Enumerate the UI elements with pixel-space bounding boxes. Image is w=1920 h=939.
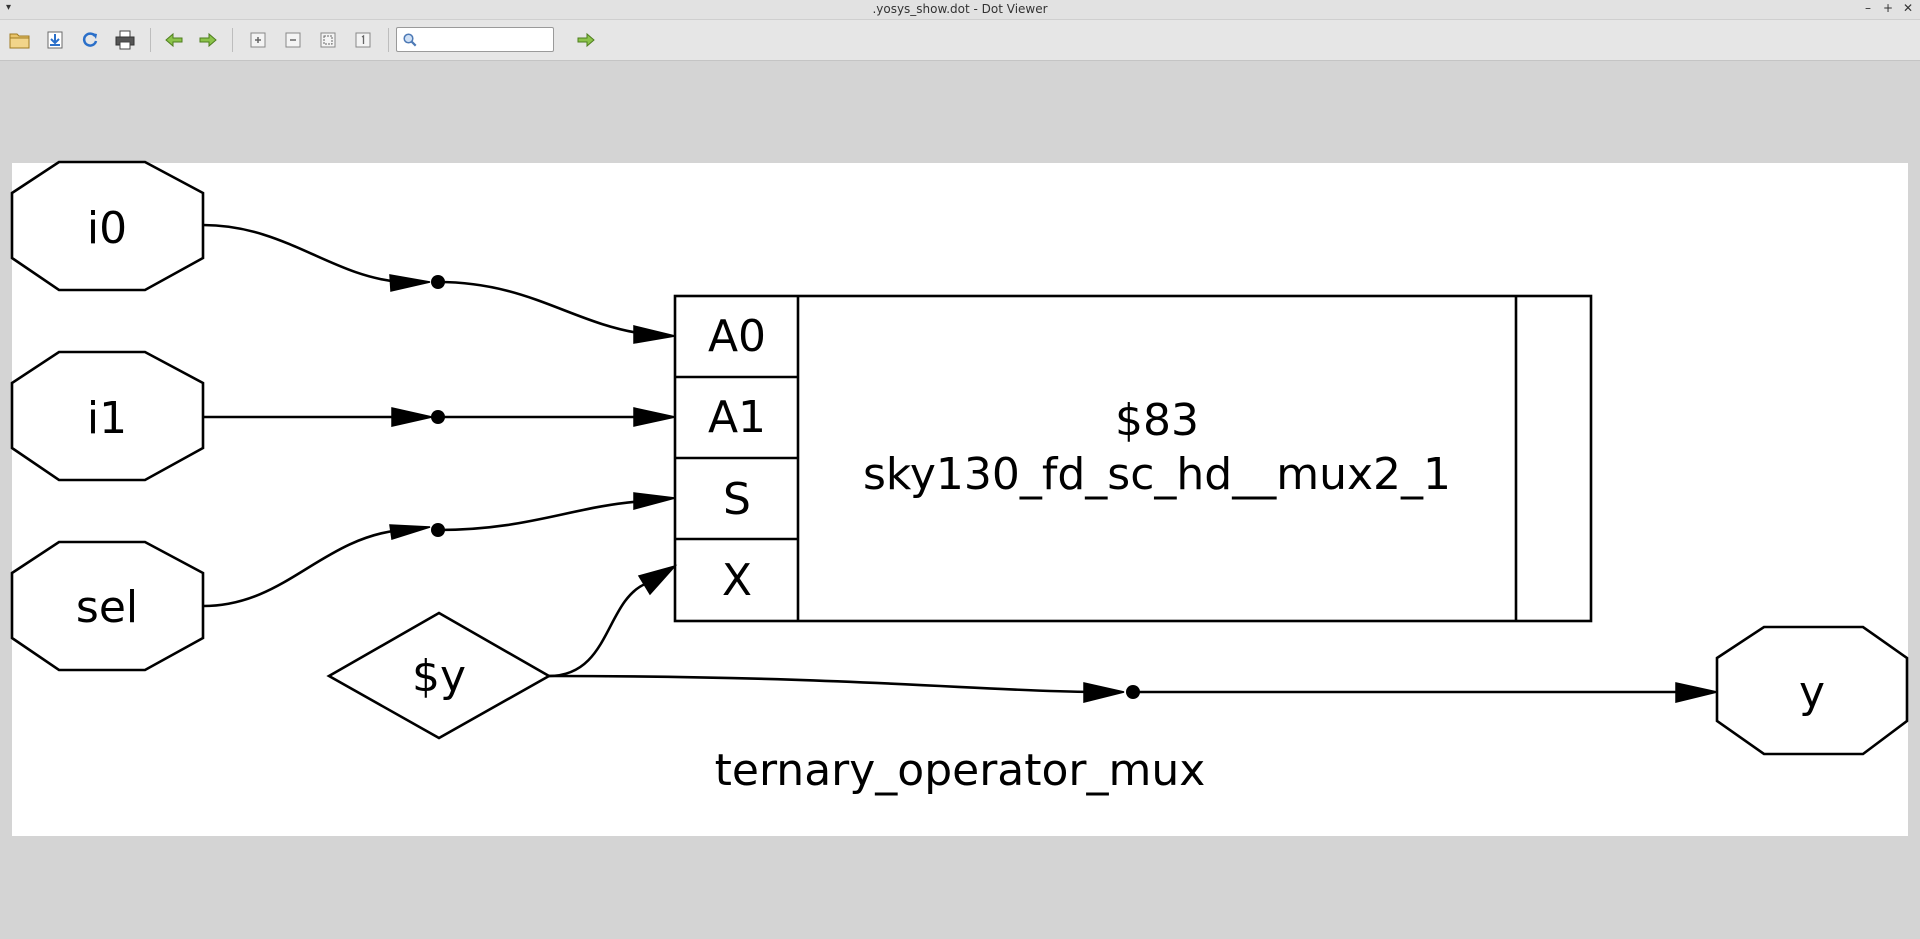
print-button[interactable]	[113, 28, 137, 52]
toolbar-separator	[232, 28, 233, 52]
node-label-wire-y: $y	[412, 651, 466, 702]
zoom-fit-icon	[320, 32, 336, 48]
graph-svg[interactable]: i0 i1 sel $y y A0 A1 S X $83 sky130_fd_s…	[0, 61, 1920, 939]
node-y-shape[interactable]	[1715, 625, 1909, 756]
junction-dot-y	[1126, 685, 1140, 699]
edge-wiry-junction	[548, 674, 1093, 694]
edge-wiry-x	[548, 582, 646, 678]
arrow-wiry-x	[637, 564, 678, 596]
junction-dot-sel	[431, 523, 445, 537]
node-label-i0: i0	[87, 203, 127, 254]
node-wire-y-shape[interactable]	[326, 611, 552, 740]
node-i1-shape[interactable]	[10, 350, 205, 482]
arrow-i0-junction	[389, 274, 431, 292]
zoom-out-button[interactable]	[281, 28, 305, 52]
toolbar-separator	[388, 28, 389, 52]
edge-junction-s	[437, 499, 646, 532]
find-next-button[interactable]	[574, 28, 598, 52]
refresh-icon	[82, 32, 98, 47]
graph-label: ternary_operator_mux	[715, 745, 1206, 796]
toolbar	[0, 20, 1920, 61]
arrow-right-icon	[199, 32, 217, 48]
go-arrow-icon	[577, 32, 595, 48]
window-title: .yosys_show.dot - Dot Viewer	[872, 2, 1048, 16]
reload-button[interactable]	[78, 28, 102, 52]
folder-icon	[9, 33, 30, 49]
junction-dot-i1	[431, 410, 445, 424]
save-button[interactable]	[43, 28, 67, 52]
arrow-left-icon	[165, 32, 183, 48]
close-button[interactable]: ✕	[1902, 1, 1914, 15]
node-label-y: y	[1799, 667, 1825, 718]
minimize-button[interactable]: –	[1865, 1, 1871, 15]
node-sel-shape[interactable]	[10, 540, 205, 672]
node-i0-shape[interactable]	[10, 160, 205, 292]
maximize-button[interactable]: +	[1882, 1, 1894, 15]
search-box[interactable]	[396, 27, 554, 52]
edge-sel-junction	[202, 528, 401, 608]
back-button[interactable]	[162, 28, 186, 52]
edge-i0-junction	[202, 223, 401, 284]
arrow-junction-y	[1675, 682, 1718, 703]
zoom-out-icon	[285, 32, 301, 48]
zoom-100-button[interactable]	[351, 28, 375, 52]
save-icon	[47, 31, 63, 49]
printer-icon	[115, 30, 135, 50]
search-input[interactable]	[421, 30, 549, 49]
graph-canvas[interactable]: i0 i1 sel $y y A0 A1 S X $83 sky130_fd_s…	[0, 61, 1920, 939]
window-menu-icon[interactable]: ▾	[6, 2, 12, 13]
toolbar-separator	[150, 28, 151, 52]
open-button[interactable]	[8, 28, 32, 52]
search-icon	[403, 33, 417, 47]
zoom-in-button[interactable]	[246, 28, 270, 52]
cell-type-label: sky130_fd_sc_hd__mux2_1	[863, 449, 1451, 500]
zoom-original-icon	[355, 32, 371, 48]
arrow-i1-junction	[391, 407, 433, 427]
node-label-sel: sel	[76, 582, 138, 633]
port-label-s: S	[723, 474, 751, 525]
port-label-a0: A0	[708, 311, 766, 362]
edge-junction-a0	[437, 280, 646, 336]
arrow-sel-junction	[389, 524, 431, 540]
arrow-junction-a0	[633, 325, 676, 344]
zoom-in-icon	[250, 32, 266, 48]
arrow-wiry-junction	[1083, 682, 1125, 703]
arrow-junction-a1	[633, 407, 676, 427]
zoom-fit-button[interactable]	[316, 28, 340, 52]
port-label-x: X	[722, 555, 752, 606]
forward-button[interactable]	[196, 28, 220, 52]
arrow-junction-s	[633, 492, 676, 510]
port-label-a1: A1	[708, 392, 766, 443]
cell-id-label: $83	[1115, 395, 1199, 446]
title-bar: ▾ .yosys_show.dot - Dot Viewer – + ✕	[0, 0, 1920, 20]
node-label-i1: i1	[87, 393, 127, 444]
junction-dot-i0	[431, 275, 445, 289]
